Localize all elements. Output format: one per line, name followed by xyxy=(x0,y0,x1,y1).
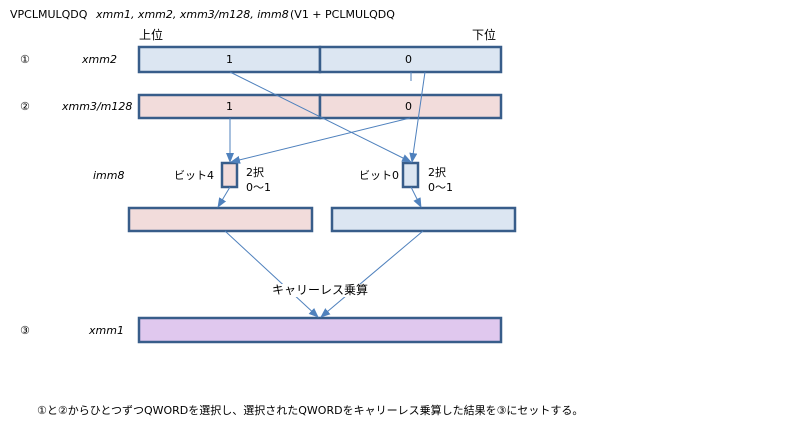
arrow-bit4-to-qword1 xyxy=(217,186,231,208)
arrow-qword1-to-result xyxy=(224,230,319,318)
row3-number: ③ xyxy=(20,324,30,337)
caption: ①と②からひとつずつQWORDを選択し、選択されたQWORDをキャリーレス乗算し… xyxy=(37,404,584,417)
bit0-label: ビット0 xyxy=(359,169,399,182)
xmm3-high-value: 1 xyxy=(226,100,233,113)
xmm3-low-box xyxy=(318,93,503,120)
bit4-label: ビット4 xyxy=(174,169,214,182)
xmm2-low-value: 0 xyxy=(405,53,412,66)
arrow-xmm2-low-to-bit0 xyxy=(409,71,426,163)
arrow-qword2-to-result xyxy=(320,230,424,318)
imm8-bit0-box xyxy=(401,161,420,189)
multiply-label: キャリーレス乗算 xyxy=(270,283,371,297)
row2-register-label: xmm3/m128 xyxy=(62,100,133,113)
xmm3-low-value: 0 xyxy=(405,100,412,113)
row1-number: ① xyxy=(20,53,30,66)
arrow-xmm2-high-to-bit0 xyxy=(229,71,412,163)
arrow-xmm3-low-to-bit4 xyxy=(230,117,411,164)
xmm2-high-box xyxy=(137,45,322,74)
bit0-choice-line1: 2択 xyxy=(428,166,446,179)
title-operands: xmm1, xmm2, xmm3/m128, imm8 xyxy=(96,8,289,21)
title-note: (V1 + PCLMULQDQ xyxy=(290,8,395,21)
row3-register-label: xmm1 xyxy=(89,324,124,337)
low-label: 下位 xyxy=(472,28,497,42)
imm8-bit4-box xyxy=(220,161,239,189)
title-instruction: VPCLMULQDQ xyxy=(10,8,88,21)
imm8-label: imm8 xyxy=(93,169,125,182)
xmm2-high-value: 1 xyxy=(226,53,233,66)
row2-number: ② xyxy=(20,100,30,113)
row1-register-label: xmm2 xyxy=(82,53,117,66)
xmm1-result-box xyxy=(137,316,503,344)
arrow-bit0-to-qword2 xyxy=(410,186,422,208)
bit0-choice-line2: 0〜1 xyxy=(428,181,453,194)
bit4-choice-line2: 0〜1 xyxy=(246,181,271,194)
selected-qword-1 xyxy=(127,206,314,233)
high-label: 上位 xyxy=(139,28,164,42)
bit4-choice-line1: 2択 xyxy=(246,166,264,179)
selected-qword-2 xyxy=(330,206,517,233)
